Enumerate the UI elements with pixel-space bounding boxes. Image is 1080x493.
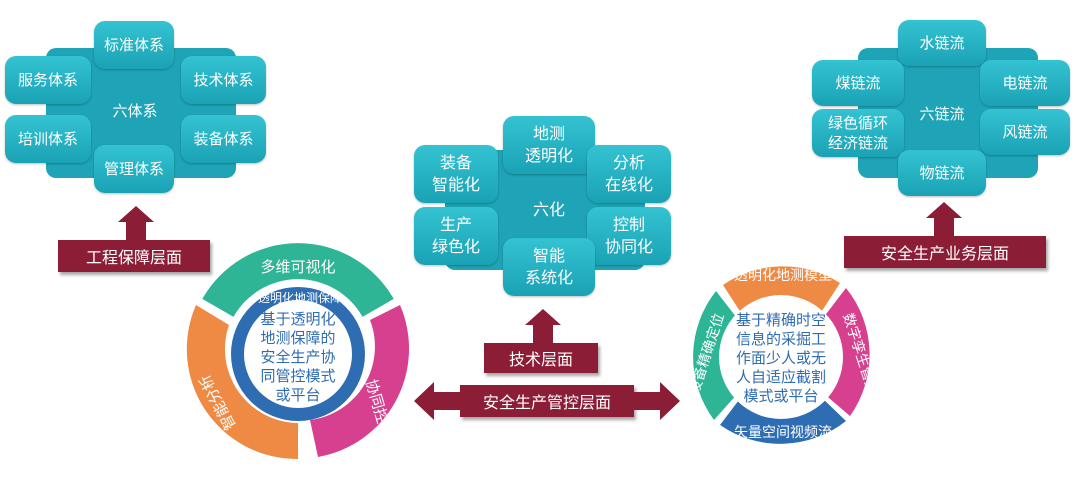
engineering-item-equipment: 装备体系 [181,115,266,163]
right-center-line-5: 模式或平台 [743,387,818,405]
technology-item-cooperative-control: 控制 协同化 [587,207,671,265]
arrow-up-business [926,202,962,236]
business-item-coal: 煤链流 [812,60,904,106]
technology-item-intelligent-system: 智能 系统化 [503,238,595,296]
right-cycle [693,266,870,444]
technology-center-label: 六化 [532,200,565,219]
left-label-visualization: 多维可视化 [260,258,335,276]
technology-item-transparent: 地测 透明化 [503,116,595,174]
engineering-banner: 工程保障层面 [58,240,210,272]
right-center-line-1: 基于精确时空 [736,311,826,329]
business-item-material: 物链流 [898,150,986,196]
technology-item-online-analysis: 分析 在线化 [587,145,671,203]
business-item-wind: 风链流 [980,109,1070,155]
technology-item-intelligent-equipment: 装备 智能化 [414,145,498,203]
left-center-line-3: 安全生产协 [260,348,335,366]
business-item-electric: 电链流 [980,60,1070,106]
left-segment-cooperative-control [310,305,410,457]
engineering-center-label: 六体系 [112,101,158,120]
left-core [244,300,352,408]
technology-banner: 技术层面 [484,343,598,373]
engineering-item-management: 管理体系 [94,145,174,193]
left-center-line-4: 同管控模式 [260,367,335,385]
left-center-text: 基于透明化 地测保障的 安全生产协 同管控模式 或平台 [260,310,335,404]
arrow-up-technology [525,309,561,343]
business-center-label: 六链流 [919,104,965,123]
right-core [719,295,843,419]
left-center-line-2: 地测保障的 [260,329,335,347]
left-center-line-1: 基于透明化 [260,310,335,328]
left-segment-visualization [202,243,394,317]
arrow-left-control [414,382,460,420]
business-item-water: 水链流 [898,20,986,66]
engineering-item-technology: 技术体系 [181,56,266,104]
control-banner: 安全生产管控层面 [460,385,634,417]
left-cycle [186,243,410,460]
right-center-line-3: 作面少人或无 [736,349,826,367]
right-label-video-stream: 矢量空间视频流 [734,425,832,441]
arrow-up-engineering [118,206,154,240]
technology-item-green-production: 生产 绿色化 [414,207,498,265]
business-item-green-circular: 绿色循环 经济链流 [812,109,904,157]
engineering-item-service: 服务体系 [5,56,91,104]
left-center-line-5: 或平台 [275,386,320,404]
arrow-right-control [634,382,680,420]
right-label-model: 透明化地测模型 [734,268,832,284]
right-center-line-2: 信息的采掘工 [736,330,826,348]
right-center-line-4: 人自适应截割 [736,368,826,386]
left-segment-intelligent-analysis [186,305,298,460]
right-center-text: 基于精确时空 信息的采掘工 作面少人或无 人自适应截割 模式或平台 [736,311,826,405]
engineering-item-standard: 标准体系 [94,21,174,69]
engineering-item-training: 培训体系 [5,115,91,163]
left-inner-arc-label: 透明化地测保障 [258,290,342,305]
business-banner: 安全生产业务层面 [844,236,1046,268]
